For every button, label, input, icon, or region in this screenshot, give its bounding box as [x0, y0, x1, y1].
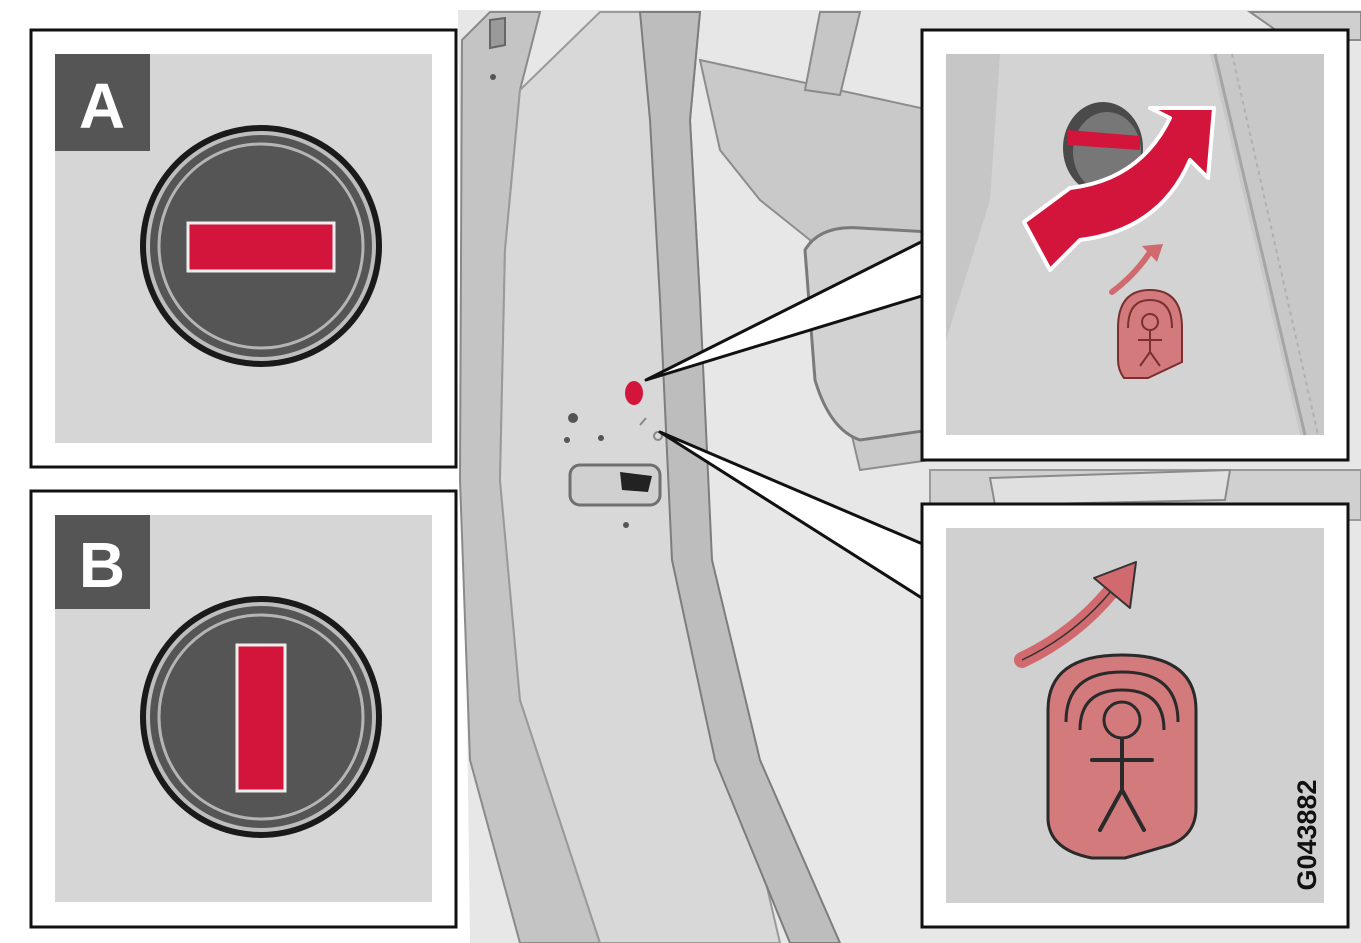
zoom-panel-top	[922, 30, 1348, 460]
child-lock-dial	[625, 381, 643, 405]
zoom-panel-bottom	[922, 504, 1348, 927]
panel-b-label: B	[79, 529, 125, 601]
child-lock-icon-large	[1048, 655, 1196, 858]
panel-a-label: A	[79, 70, 125, 142]
figure-code: G043882	[1292, 779, 1322, 890]
child-lock-icon	[1118, 290, 1182, 378]
slot-horizontal	[188, 223, 334, 271]
panel-b: B	[31, 491, 456, 927]
knob-a	[140, 125, 382, 367]
slot-vertical	[237, 645, 285, 791]
panel-a: A	[31, 30, 456, 467]
knob-b	[140, 596, 382, 838]
